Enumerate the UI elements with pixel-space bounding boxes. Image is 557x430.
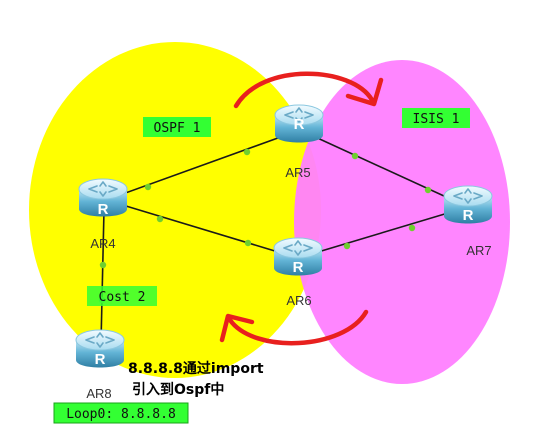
link-ar5-ar7	[299, 129, 469, 208]
loopback-label-text: Loop0: 8.8.8.8	[66, 407, 176, 422]
link-ar6-ar7	[297, 206, 469, 259]
router-icon-letter: R	[95, 351, 106, 368]
router-ar7[interactable]: R AR7	[443, 185, 493, 258]
arrowhead-left	[219, 313, 255, 343]
router-icon-letter: R	[294, 116, 305, 133]
port-dot	[408, 224, 416, 232]
port-dot	[424, 186, 432, 194]
arrow-isis-to-ospf	[227, 309, 369, 346]
port-dot	[244, 239, 252, 247]
links	[100, 129, 469, 344]
router-label-ar7: AR7	[466, 243, 491, 258]
arrowhead-right	[345, 77, 384, 107]
isis-area-label: ISIS 1	[402, 108, 470, 128]
router-icon-letter: R	[463, 207, 474, 224]
isis-area	[294, 60, 510, 384]
link-ar4-ar6	[105, 199, 299, 259]
router-label-ar8: AR8	[86, 386, 111, 401]
router-ar8[interactable]: R AR8	[75, 329, 125, 401]
link-ar4-ar8	[100, 209, 105, 344]
ospf-area-label: OSPF 1	[143, 117, 211, 137]
router-label-ar6: AR6	[286, 293, 311, 308]
port-dot	[351, 152, 359, 160]
isis-area-label-text: ISIS 1	[413, 112, 460, 127]
router-icon-letter: R	[98, 201, 109, 218]
router-ar6[interactable]: R AR6	[273, 237, 323, 308]
link-cost-text: Cost 2	[99, 290, 146, 305]
redistribution-arrows	[219, 71, 384, 346]
port-dot	[243, 148, 251, 156]
link-ar4-ar5	[105, 129, 301, 201]
port-dot	[144, 183, 152, 191]
arrow-ospf-to-isis	[233, 71, 375, 109]
ospf-area-label-text: OSPF 1	[154, 121, 201, 136]
ospf-area	[29, 42, 321, 378]
port-dot	[156, 215, 164, 223]
import-note-line-2: 引入到Ospf中	[132, 381, 224, 398]
router-label-ar4: AR4	[90, 236, 115, 251]
import-note-line-1: 8.8.8.8通过import	[128, 360, 264, 377]
router-ar4[interactable]: R AR4	[78, 178, 128, 251]
link-cost-label: Cost 2	[87, 286, 157, 306]
loopback-label: Loop0: 8.8.8.8	[53, 402, 189, 424]
router-ar5[interactable]: R AR5	[274, 104, 324, 180]
port-dot	[343, 242, 351, 250]
port-dot	[99, 261, 107, 269]
router-icon-letter: R	[293, 259, 304, 276]
router-label-ar5: AR5	[285, 165, 310, 180]
